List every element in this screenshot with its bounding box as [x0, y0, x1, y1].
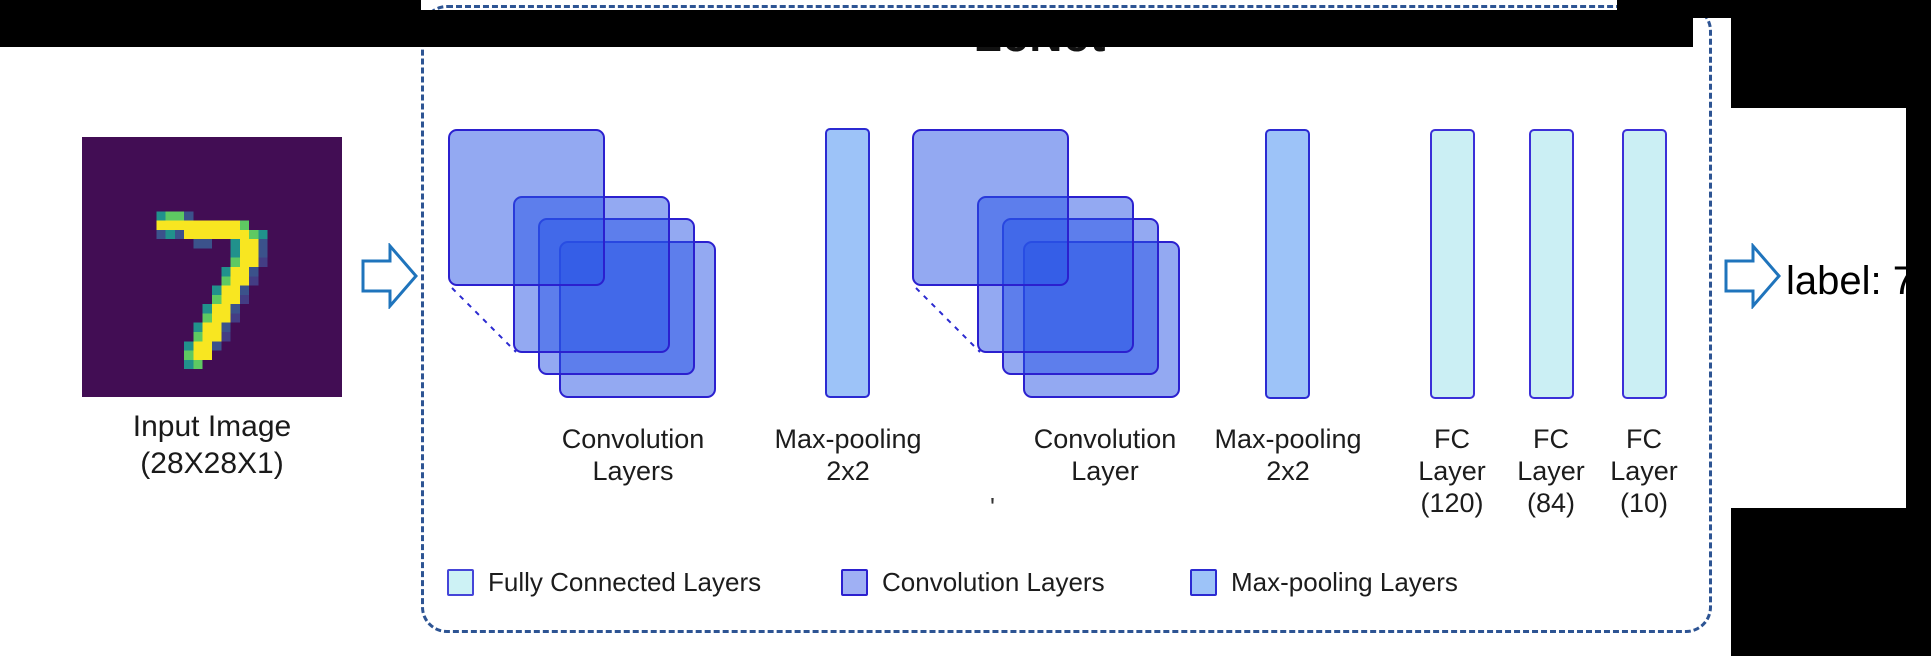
fc-layer-bar-120	[1430, 129, 1475, 399]
input-flow-arrow-icon	[361, 243, 419, 309]
stage-label-pool2: Max-pooling 2x2	[1178, 423, 1398, 487]
stage-label-line: (10)	[1619, 488, 1668, 518]
stage-label-conv2: Convolution Layer	[995, 423, 1215, 487]
input-caption-line1: Input Image	[132, 410, 292, 443]
stage-label-conv1: Convolution Layers	[523, 423, 743, 487]
output-label: label: 7	[1786, 259, 1915, 303]
input-image-caption: Input Image (28X28X1)	[62, 408, 362, 482]
conv2-feature-map-1	[912, 129, 1069, 286]
legend-swatch-pool	[1190, 569, 1217, 596]
legend-label-conv: Convolution Layers	[882, 567, 1105, 597]
stack1-dashed-connector	[451, 287, 517, 353]
stage-label-line: (84)	[1526, 488, 1575, 518]
convolution-stack-1	[448, 129, 718, 399]
legend-label-fc: Fully Connected Layers	[488, 567, 762, 597]
stage-label-fc1: FC Layer (120)	[1342, 423, 1562, 519]
convolution-stack-2	[912, 129, 1182, 399]
maxpool-bar-2	[1265, 129, 1310, 399]
conv1-feature-map-1	[448, 129, 605, 286]
stage-label-line: FC	[1434, 424, 1470, 454]
stage-label-line: Convolution	[561, 424, 705, 454]
mnist-digit-image	[82, 137, 342, 397]
stage-label-fc3: FC Layer (10)	[1534, 423, 1754, 519]
stage-label-line: FC	[1626, 424, 1662, 454]
stage-label-line: Max-pooling	[1214, 424, 1362, 454]
stack2-dashed-connector	[915, 287, 981, 353]
stage-label-line: 2x2	[826, 456, 870, 486]
stage-label-line: Convolution	[1033, 424, 1177, 454]
black-bar-top	[421, 10, 1617, 47]
legend-item-maxpool: Max-pooling Layers	[1190, 567, 1458, 598]
stage-label-line: FC	[1533, 424, 1569, 454]
black-block-bottom-right	[1731, 508, 1931, 656]
legend-swatch-conv	[841, 569, 868, 596]
digit-7-pixel-art	[82, 137, 342, 397]
stage-label-line: Layer	[1610, 456, 1678, 486]
fc-layer-bar-84	[1529, 129, 1574, 399]
stage-label-line: Layer	[1418, 456, 1486, 486]
stage-label-line: 2x2	[1266, 456, 1310, 486]
stage-label-pool1: Max-pooling 2x2	[738, 423, 958, 487]
stage-label-line: Layer	[1071, 456, 1139, 486]
legend-item-fully-connected: Fully Connected Layers	[447, 567, 761, 598]
stage-label-fc2: FC Layer (84)	[1441, 423, 1661, 519]
stage-label-line: Max-pooling	[774, 424, 922, 454]
black-bar-top-right	[1617, 0, 1693, 47]
maxpool-bar-1	[825, 128, 870, 398]
lenet-dashed-box	[421, 5, 1712, 633]
legend-item-convolution: Convolution Layers	[841, 567, 1105, 598]
black-block-right-upper	[1731, 0, 1931, 108]
black-bar-top-right-notch	[1693, 0, 1731, 18]
stray-mark: '	[990, 492, 995, 522]
legend-label-pool: Max-pooling Layers	[1231, 567, 1458, 597]
stage-label-line: Layers	[592, 456, 674, 486]
legend-swatch-fc	[447, 569, 474, 596]
stage-label-line: (120)	[1420, 488, 1484, 518]
stage-label-line: Layer	[1517, 456, 1585, 486]
input-caption-line2: (28X28X1)	[140, 447, 284, 480]
output-flow-arrow-icon	[1724, 243, 1782, 309]
fc-layer-bar-10	[1622, 129, 1667, 399]
black-bar-top-left	[0, 0, 421, 47]
